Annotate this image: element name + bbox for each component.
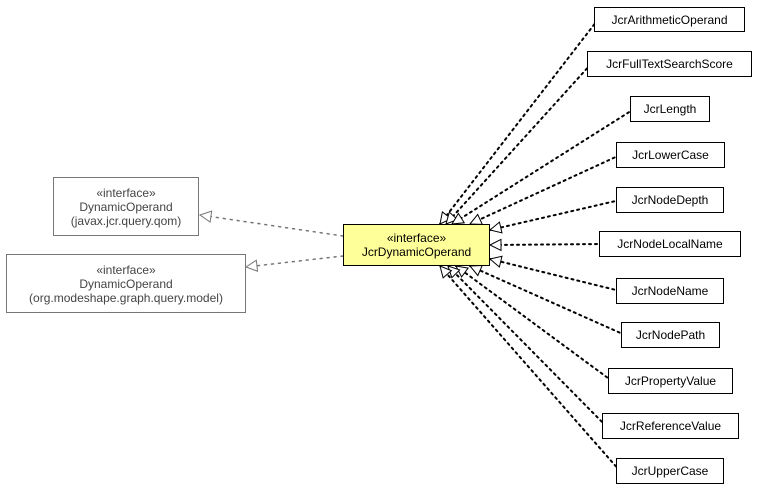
realization-edge-c11-line <box>439 265 621 472</box>
class-name: JcrFullTextSearchScore <box>606 57 733 71</box>
realization-edge-c6-arrowhead <box>488 238 502 252</box>
class-node-jcr-property-value[interactable]: JcrPropertyValue <box>608 368 733 394</box>
realization-edge-c8-line <box>469 265 626 336</box>
class-name: JcrReferenceValue <box>619 419 722 433</box>
package-name: (javax.jcr.query.qom) <box>70 213 182 228</box>
class-name: JcrNodeLocalName <box>617 237 723 251</box>
realization-edge-c3-line <box>451 108 635 225</box>
class-node-jcr-lower-case[interactable]: JcrLowerCase <box>616 142 725 168</box>
class-name: JcrNodePath <box>635 328 706 342</box>
class-name: JcrNodeDepth <box>631 193 709 207</box>
class-node-jcr-upper-case[interactable]: JcrUpperCase <box>616 458 724 484</box>
class-node-jcr-node-depth[interactable]: JcrNodeDepth <box>616 187 724 213</box>
interface-name: DynamicOperand <box>79 276 173 291</box>
realization-edge-parent-javax-arrowhead <box>198 210 213 223</box>
realization-edge-c6-line <box>489 243 604 246</box>
stereotype-label: «interface» <box>96 262 156 277</box>
class-node-jcr-node-path[interactable]: JcrNodePath <box>621 322 720 348</box>
realization-edge-c4-line <box>469 154 621 225</box>
parent-interface-modeshape[interactable]: «interface» DynamicOperand (org.modeshap… <box>6 254 246 313</box>
realization-edge-c3-arrowhead <box>451 212 466 225</box>
realization-edge-c1-arrowhead <box>439 211 453 225</box>
center-interface-node[interactable]: «interface» JcrDynamicOperand <box>343 224 490 266</box>
realization-edge-c1-line <box>439 18 599 225</box>
realization-edge-c2-arrowhead <box>445 211 459 225</box>
realization-edge-c7-arrowhead <box>488 255 503 268</box>
parent-interface-javax[interactable]: «interface» DynamicOperand (javax.jcr.qu… <box>53 177 199 236</box>
class-node-jcr-arithmetic-operand[interactable]: JcrArithmeticOperand <box>594 7 745 32</box>
realization-edge-c8-arrowhead <box>468 264 484 277</box>
realization-edge-parent-modeshape-arrowhead <box>244 259 259 272</box>
class-node-jcr-full-text-search-score[interactable]: JcrFullTextSearchScore <box>587 51 752 77</box>
realization-edge-c5-line <box>489 199 621 231</box>
class-name: JcrPropertyValue <box>624 374 717 388</box>
realization-edge-c2-line <box>445 63 592 225</box>
realization-edge-c9-line <box>455 265 613 382</box>
class-name: JcrLowerCase <box>632 148 709 162</box>
realization-edge-c10-line <box>447 265 607 427</box>
class-node-jcr-reference-value[interactable]: JcrReferenceValue <box>602 413 739 439</box>
class-name: JcrNodeName <box>631 284 709 298</box>
realization-edge-c5-arrowhead <box>488 221 503 234</box>
realization-edge-parent-javax-line <box>199 214 344 237</box>
stereotype-label: «interface» <box>96 185 156 200</box>
class-name: JcrArithmeticOperand <box>611 12 728 27</box>
realization-edge-c4-arrowhead <box>468 213 484 225</box>
stereotype-label: «interface» <box>386 231 447 245</box>
realization-edge-c7-line <box>489 258 621 292</box>
interface-name: DynamicOperand <box>79 199 173 214</box>
interface-name: JcrDynamicOperand <box>361 245 472 259</box>
class-node-jcr-length[interactable]: JcrLength <box>630 96 710 122</box>
realization-edge-parent-modeshape-line <box>245 255 344 268</box>
package-name: (org.modeshape.graph.query.model) <box>29 290 223 305</box>
realization-edge-c11-arrowhead <box>439 265 453 279</box>
class-name: JcrLength <box>643 102 697 116</box>
class-name: JcrUpperCase <box>631 464 709 478</box>
class-node-jcr-node-name[interactable]: JcrNodeName <box>616 278 724 304</box>
class-node-jcr-node-local-name[interactable]: JcrNodeLocalName <box>599 231 741 257</box>
